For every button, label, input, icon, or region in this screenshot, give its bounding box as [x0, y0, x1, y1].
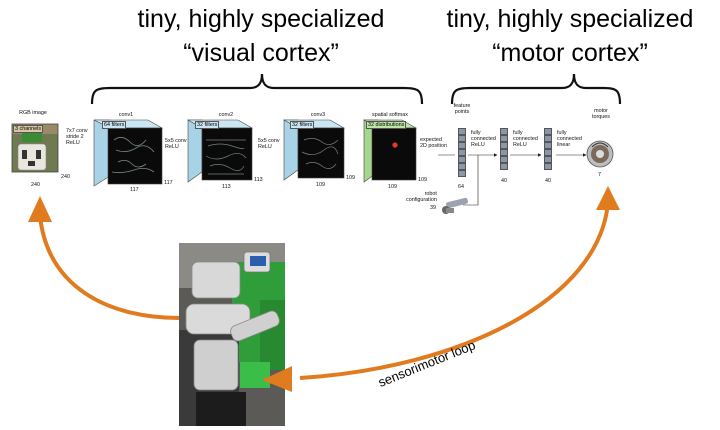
- softmax-dim-h: 109: [418, 177, 427, 183]
- fc1-label: fully connected ReLU: [471, 130, 496, 149]
- spatial-softmax-label: spatial softmax: [372, 112, 408, 118]
- conv2-label: conv2: [218, 112, 234, 118]
- feature-points-label: feature points: [453, 103, 471, 116]
- motor-cortex-heading-line2: “motor cortex”: [492, 39, 648, 67]
- motor-torques-label: motor torques: [592, 108, 610, 121]
- fc2-dim: 40: [545, 178, 551, 184]
- feature-points-dim: 64: [458, 184, 464, 190]
- robot-configuration-label: robot configuration: [406, 191, 437, 204]
- motor-torques-dim: 7: [598, 172, 601, 178]
- visual-cortex-brace: [90, 73, 424, 105]
- conv1-filters-tag: 64 filters: [102, 121, 127, 129]
- expected-position-label: expected 2D position: [420, 137, 447, 150]
- rgb-channels-tag: 3 channels: [13, 125, 44, 133]
- conv3-block: [282, 119, 346, 181]
- fc2-label: fully connected ReLU: [513, 130, 538, 149]
- feature-points-column: [458, 128, 468, 180]
- conv3-label: conv3: [310, 112, 326, 118]
- rgb-image-label: RGB image: [19, 110, 47, 116]
- op-conv2-label: 5x5 conv ReLU: [165, 138, 187, 151]
- motor-cortex-heading-line1: tiny, highly specialized: [446, 5, 694, 33]
- conv3-filters-tag: 32 filters: [290, 121, 315, 129]
- visual-cortex-heading-line1: tiny, highly specialized: [137, 5, 385, 33]
- op-conv1-label: 7x7 conv stride 2 ReLU: [66, 128, 88, 147]
- conv3-dim-w: 109: [316, 182, 325, 188]
- conv3-dim-h: 109: [346, 175, 355, 181]
- rgb-dim-h: 240: [61, 174, 70, 180]
- fc2-column: [544, 128, 554, 176]
- fc1-column: [500, 128, 510, 176]
- visual-cortex-heading-line2: “visual cortex”: [183, 39, 339, 67]
- conv2-dim-w: 113: [222, 184, 231, 190]
- spatial-softmax-block: [362, 119, 418, 183]
- sensorimotor-loop-arrow: [28, 186, 620, 392]
- op-conv3-label: 5x5 conv ReLU: [258, 138, 280, 151]
- robot-photo: [179, 243, 285, 426]
- softmax-dim-w: 109: [388, 184, 397, 190]
- robot-arm-icon: [442, 197, 468, 214]
- conv2-filters-tag: 32 filters: [195, 121, 220, 129]
- conv1-label: conv1: [118, 112, 134, 118]
- conv1-dim-w: 117: [130, 187, 139, 193]
- conv1-dim-h: 117: [164, 180, 173, 186]
- conv2-dim-h: 113: [254, 177, 263, 183]
- rgb-dim-w: 240: [31, 182, 40, 188]
- motor-cortex-brace: [450, 73, 622, 105]
- softmax-distributions-tag: 32 distributions: [366, 121, 407, 129]
- conv1-block: [93, 119, 164, 187]
- conv2-block: [186, 119, 254, 183]
- robot-configuration-dim: 39: [430, 205, 436, 211]
- fc3-label: fully connected linear: [557, 130, 582, 149]
- fc1-dim: 40: [501, 178, 507, 184]
- motor-torques-icon: [586, 140, 614, 168]
